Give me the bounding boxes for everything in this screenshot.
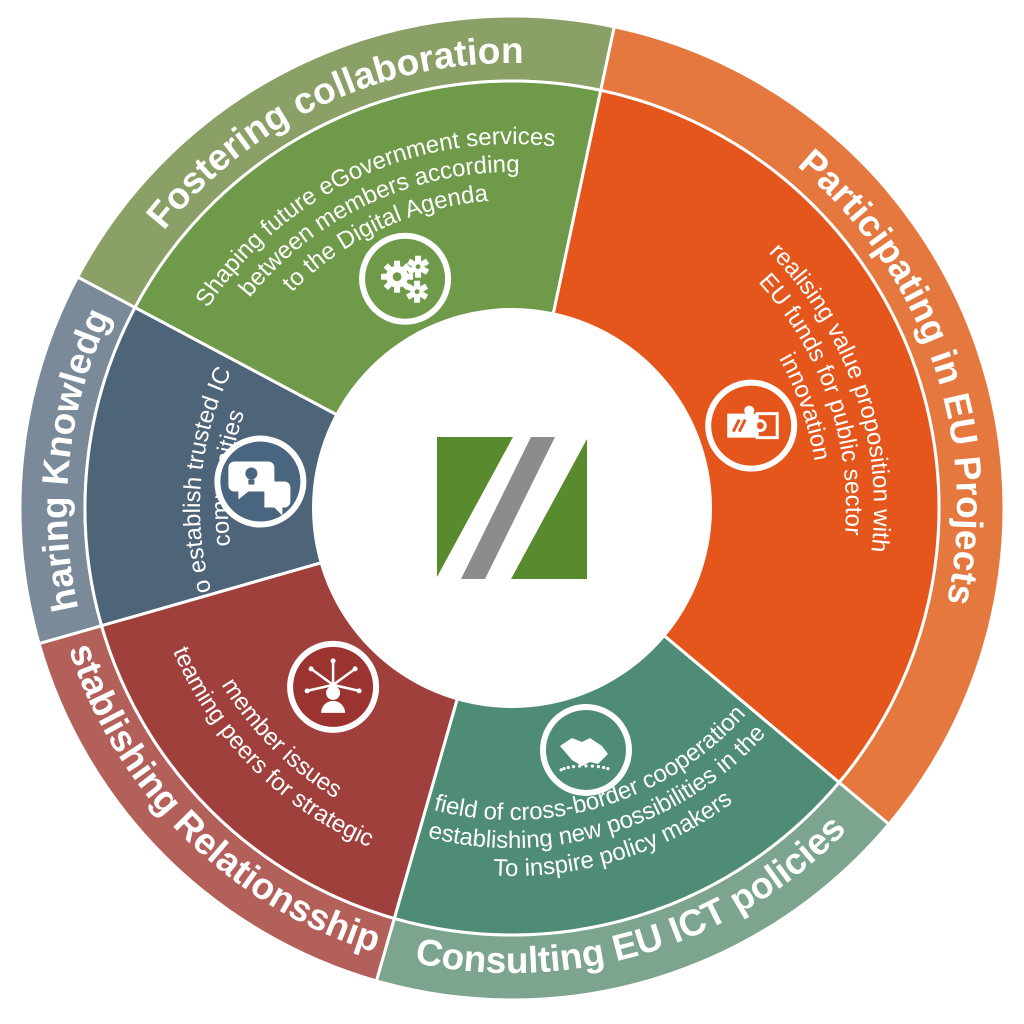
handshake-icon: [539, 703, 632, 796]
gears-icon: [359, 232, 452, 325]
network-person-icon: [287, 640, 380, 733]
segment-icons: [214, 232, 798, 796]
idea-chat-icon: [214, 435, 307, 528]
center-hub: [312, 308, 712, 708]
puzzle-icon: [705, 379, 798, 472]
double-slash-logo-icon: [437, 437, 587, 579]
